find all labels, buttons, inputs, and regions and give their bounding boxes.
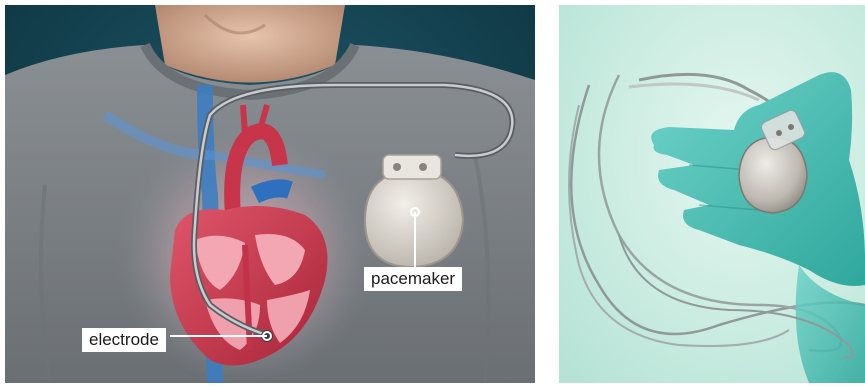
illustration-panel: pacemaker electrode [5, 5, 535, 383]
photo-panel [559, 5, 865, 383]
pacemaker-label: pacemaker [364, 267, 462, 291]
chest-illustration [5, 5, 535, 383]
electrode-label: electrode [82, 328, 166, 352]
hand-holding-pacemaker-photo [559, 5, 865, 383]
